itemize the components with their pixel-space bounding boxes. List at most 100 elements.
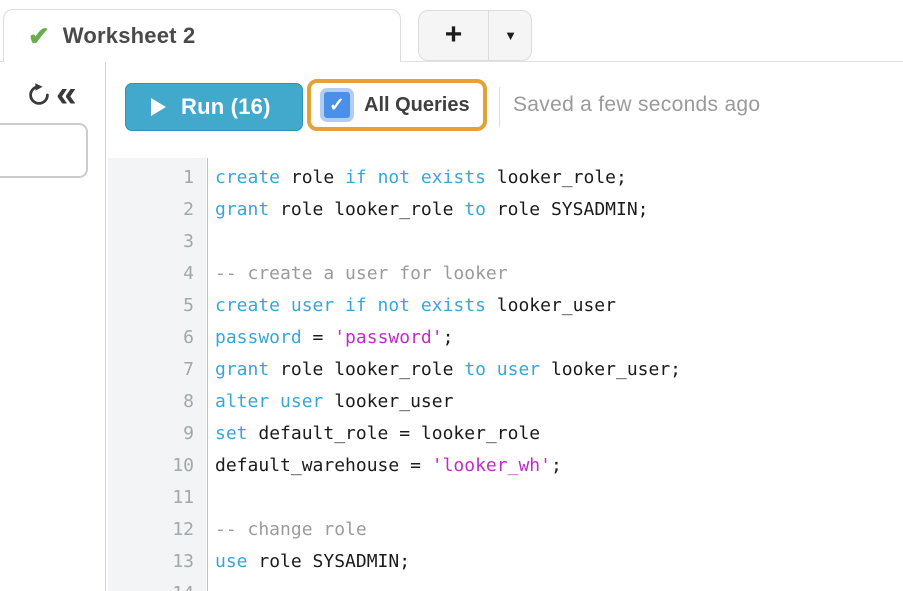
code-token: -- create a user for looker xyxy=(215,263,508,284)
code-text[interactable]: alter user looker_user xyxy=(194,386,453,418)
code-token: -- change role xyxy=(215,519,367,540)
code-text[interactable]: use role SYSADMIN; xyxy=(194,546,410,578)
code-token: ; xyxy=(442,327,454,348)
code-token: grant xyxy=(215,199,270,220)
worksheet-menu-button[interactable]: ▼ xyxy=(489,11,532,60)
run-button[interactable]: Run (16) xyxy=(125,83,303,131)
code-text[interactable]: -- change role xyxy=(194,514,367,546)
collapse-sidebar-icon[interactable]: « xyxy=(56,73,77,114)
line-number: 7 xyxy=(183,359,194,380)
worksheet-tab-bar: ✔ Worksheet 2 + ▼ xyxy=(0,0,903,62)
worksheet-editor-area: Run (16) ✓ All Queries Saved a few secon… xyxy=(106,62,903,591)
code-token: looker_role; xyxy=(485,167,627,188)
sidebar-search-input[interactable] xyxy=(0,123,88,178)
code-token: grant xyxy=(215,359,270,380)
code-token: ; xyxy=(550,455,562,476)
all-queries-label: All Queries xyxy=(364,93,470,116)
code-text[interactable] xyxy=(194,578,215,591)
line-number: 11 xyxy=(172,487,194,508)
check-icon: ✔ xyxy=(28,21,50,51)
code-line: 14 xyxy=(106,578,903,591)
code-text[interactable] xyxy=(194,226,215,258)
plus-icon: + xyxy=(444,17,463,51)
code-token: looker_user xyxy=(485,295,616,316)
line-number: 12 xyxy=(172,519,194,540)
line-number: 3 xyxy=(183,231,194,252)
code-line: 3 xyxy=(106,226,903,258)
code-token: role xyxy=(280,167,346,188)
code-token: role looker_role xyxy=(269,359,465,380)
object-browser-sidebar: « xyxy=(0,62,106,591)
code-text[interactable]: -- create a user for looker xyxy=(194,258,508,290)
code-token: role SYSADMIN; xyxy=(247,551,411,572)
code-text[interactable]: grant role looker_role to role SYSADMIN; xyxy=(194,194,649,226)
toolbar-divider xyxy=(499,87,500,127)
line-number: 1 xyxy=(183,167,194,188)
run-button-label: Run (16) xyxy=(181,94,271,119)
line-number: 5 xyxy=(183,295,194,316)
code-text[interactable]: set default_role = looker_role xyxy=(194,418,540,450)
code-text[interactable]: grant role looker_role to user looker_us… xyxy=(194,354,681,386)
play-icon xyxy=(151,98,166,116)
code-token: role looker_role xyxy=(269,199,465,220)
new-worksheet-button[interactable]: + xyxy=(419,11,489,60)
tab-actions-group: + ▼ xyxy=(418,10,532,61)
code-text[interactable]: create role if not exists looker_role; xyxy=(194,162,627,194)
line-number: 9 xyxy=(183,423,194,444)
line-number: 4 xyxy=(183,263,194,284)
line-number: 6 xyxy=(183,327,194,348)
save-status-text: Saved a few seconds ago xyxy=(513,93,761,116)
all-queries-highlight-box: ✓ All Queries xyxy=(307,79,487,131)
code-token: 'looker_wh' xyxy=(431,455,551,476)
code-token: looker_user; xyxy=(540,359,682,380)
code-token: = xyxy=(301,327,335,348)
tabbar-divider xyxy=(0,61,903,62)
editor-toolbar: Run (16) ✓ All Queries Saved a few secon… xyxy=(106,62,903,158)
all-queries-checkbox[interactable]: ✓ All Queries xyxy=(320,88,470,122)
chevron-down-icon: ▼ xyxy=(504,28,517,43)
code-line: 12 -- change role xyxy=(106,514,903,546)
code-token: password xyxy=(215,327,302,348)
code-text[interactable]: create user if not exists looker_user xyxy=(194,290,616,322)
tab-label: Worksheet 2 xyxy=(62,23,196,48)
gutter-separator xyxy=(207,158,208,591)
checkmark-icon: ✓ xyxy=(329,94,345,116)
code-text[interactable]: password = 'password'; xyxy=(194,322,453,354)
code-text[interactable] xyxy=(194,482,215,514)
code-token: if not exists xyxy=(345,167,486,188)
line-number: 8 xyxy=(183,391,194,412)
code-token: alter user xyxy=(215,391,324,412)
line-number: 14 xyxy=(106,578,194,591)
refresh-icon[interactable] xyxy=(26,82,52,108)
code-token: 'password' xyxy=(334,327,443,348)
code-token: create user if not exists xyxy=(215,295,486,316)
code-token: role SYSADMIN; xyxy=(485,199,649,220)
code-token: default_role = looker_role xyxy=(247,423,541,444)
line-number: 10 xyxy=(172,455,194,476)
line-number-gutter xyxy=(108,158,206,591)
code-token: use xyxy=(215,551,248,572)
code-token: set xyxy=(215,423,248,444)
checkbox-checked-icon: ✓ xyxy=(320,88,354,122)
code-token: default_warehouse = xyxy=(215,455,432,476)
code-text[interactable]: default_warehouse = 'looker_wh'; xyxy=(194,450,562,482)
code-line: 4 -- create a user for looker xyxy=(106,258,903,290)
code-token: create xyxy=(215,167,281,188)
tab-worksheet-2[interactable]: ✔ Worksheet 2 xyxy=(3,9,401,62)
code-token: looker_user xyxy=(323,391,454,412)
code-token: to user xyxy=(464,359,541,380)
code-token: to xyxy=(464,199,486,220)
line-number: 13 xyxy=(172,551,194,572)
